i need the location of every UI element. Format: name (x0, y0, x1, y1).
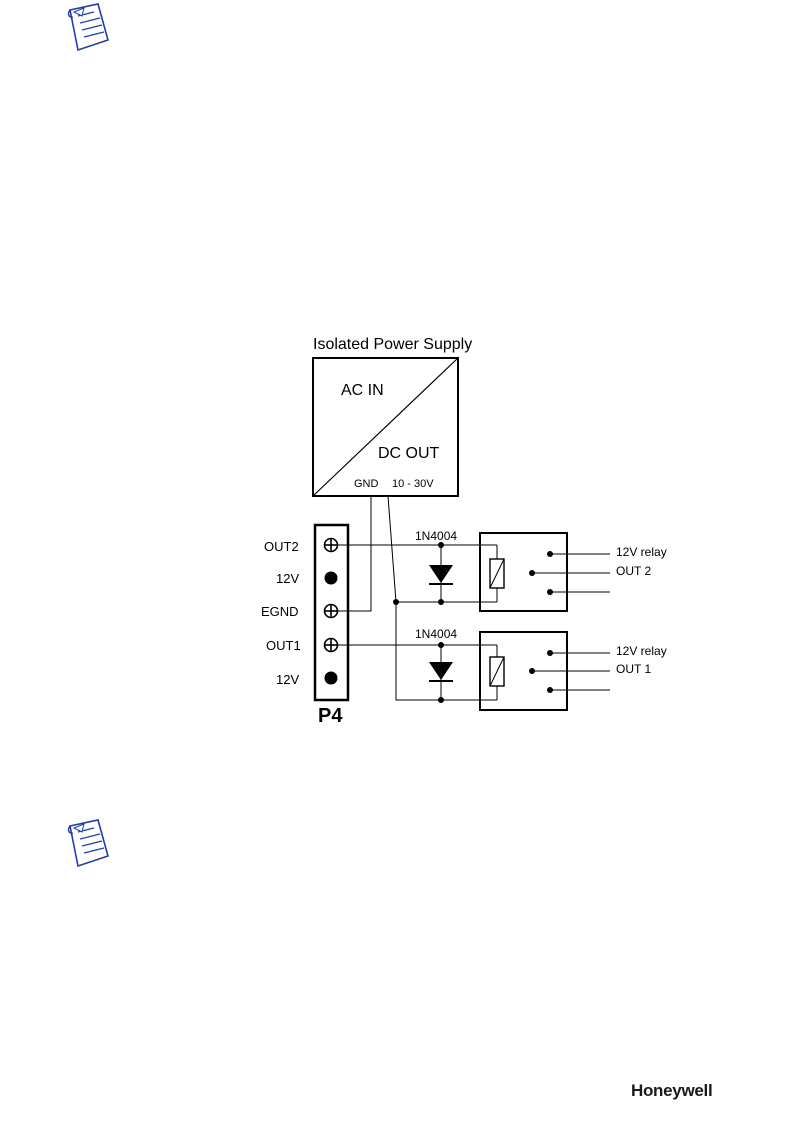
pin-label-out1: OUT1 (266, 638, 301, 653)
diode-symbol (429, 542, 453, 605)
psu-diagonal (313, 358, 458, 496)
screw-terminal-out1 (325, 639, 338, 652)
diode-label: 1N4004 (415, 529, 457, 543)
psu-dc-out-label: DC OUT (378, 445, 440, 462)
psu-gnd-label: GND (354, 478, 379, 490)
relay-supply-label: 12V relay (616, 644, 667, 658)
pin-label-egnd: EGND (261, 604, 299, 619)
psu-title: Isolated Power Supply (313, 336, 472, 353)
wire-dc-positive (388, 496, 441, 700)
pin-label-12v: 12V (276, 672, 299, 687)
relay-out1 (441, 632, 610, 710)
diode-symbol (429, 642, 453, 703)
honeywell-logo: Honeywell (631, 1081, 712, 1100)
psu-voltage-label: 10 - 30V (392, 478, 434, 490)
terminal-12v (325, 672, 338, 685)
screw-terminal-egnd (325, 605, 338, 618)
pin-label-out2: OUT2 (264, 539, 299, 554)
psu-ac-in-label: AC IN (341, 382, 384, 399)
relay-output-label: OUT 1 (616, 662, 651, 676)
note-icon (69, 820, 108, 866)
pin-label-12v: 12V (276, 571, 299, 586)
wire-gnd-egnd (337, 496, 371, 611)
connector-name: P4 (318, 705, 343, 727)
relay-output-label: OUT 2 (616, 564, 651, 578)
note-icon (69, 4, 108, 50)
wire-junction (393, 599, 399, 605)
relay-supply-label: 12V relay (616, 545, 667, 559)
diode-label: 1N4004 (415, 627, 457, 641)
terminal-12v (325, 572, 338, 585)
screw-terminal-out2 (325, 539, 338, 552)
